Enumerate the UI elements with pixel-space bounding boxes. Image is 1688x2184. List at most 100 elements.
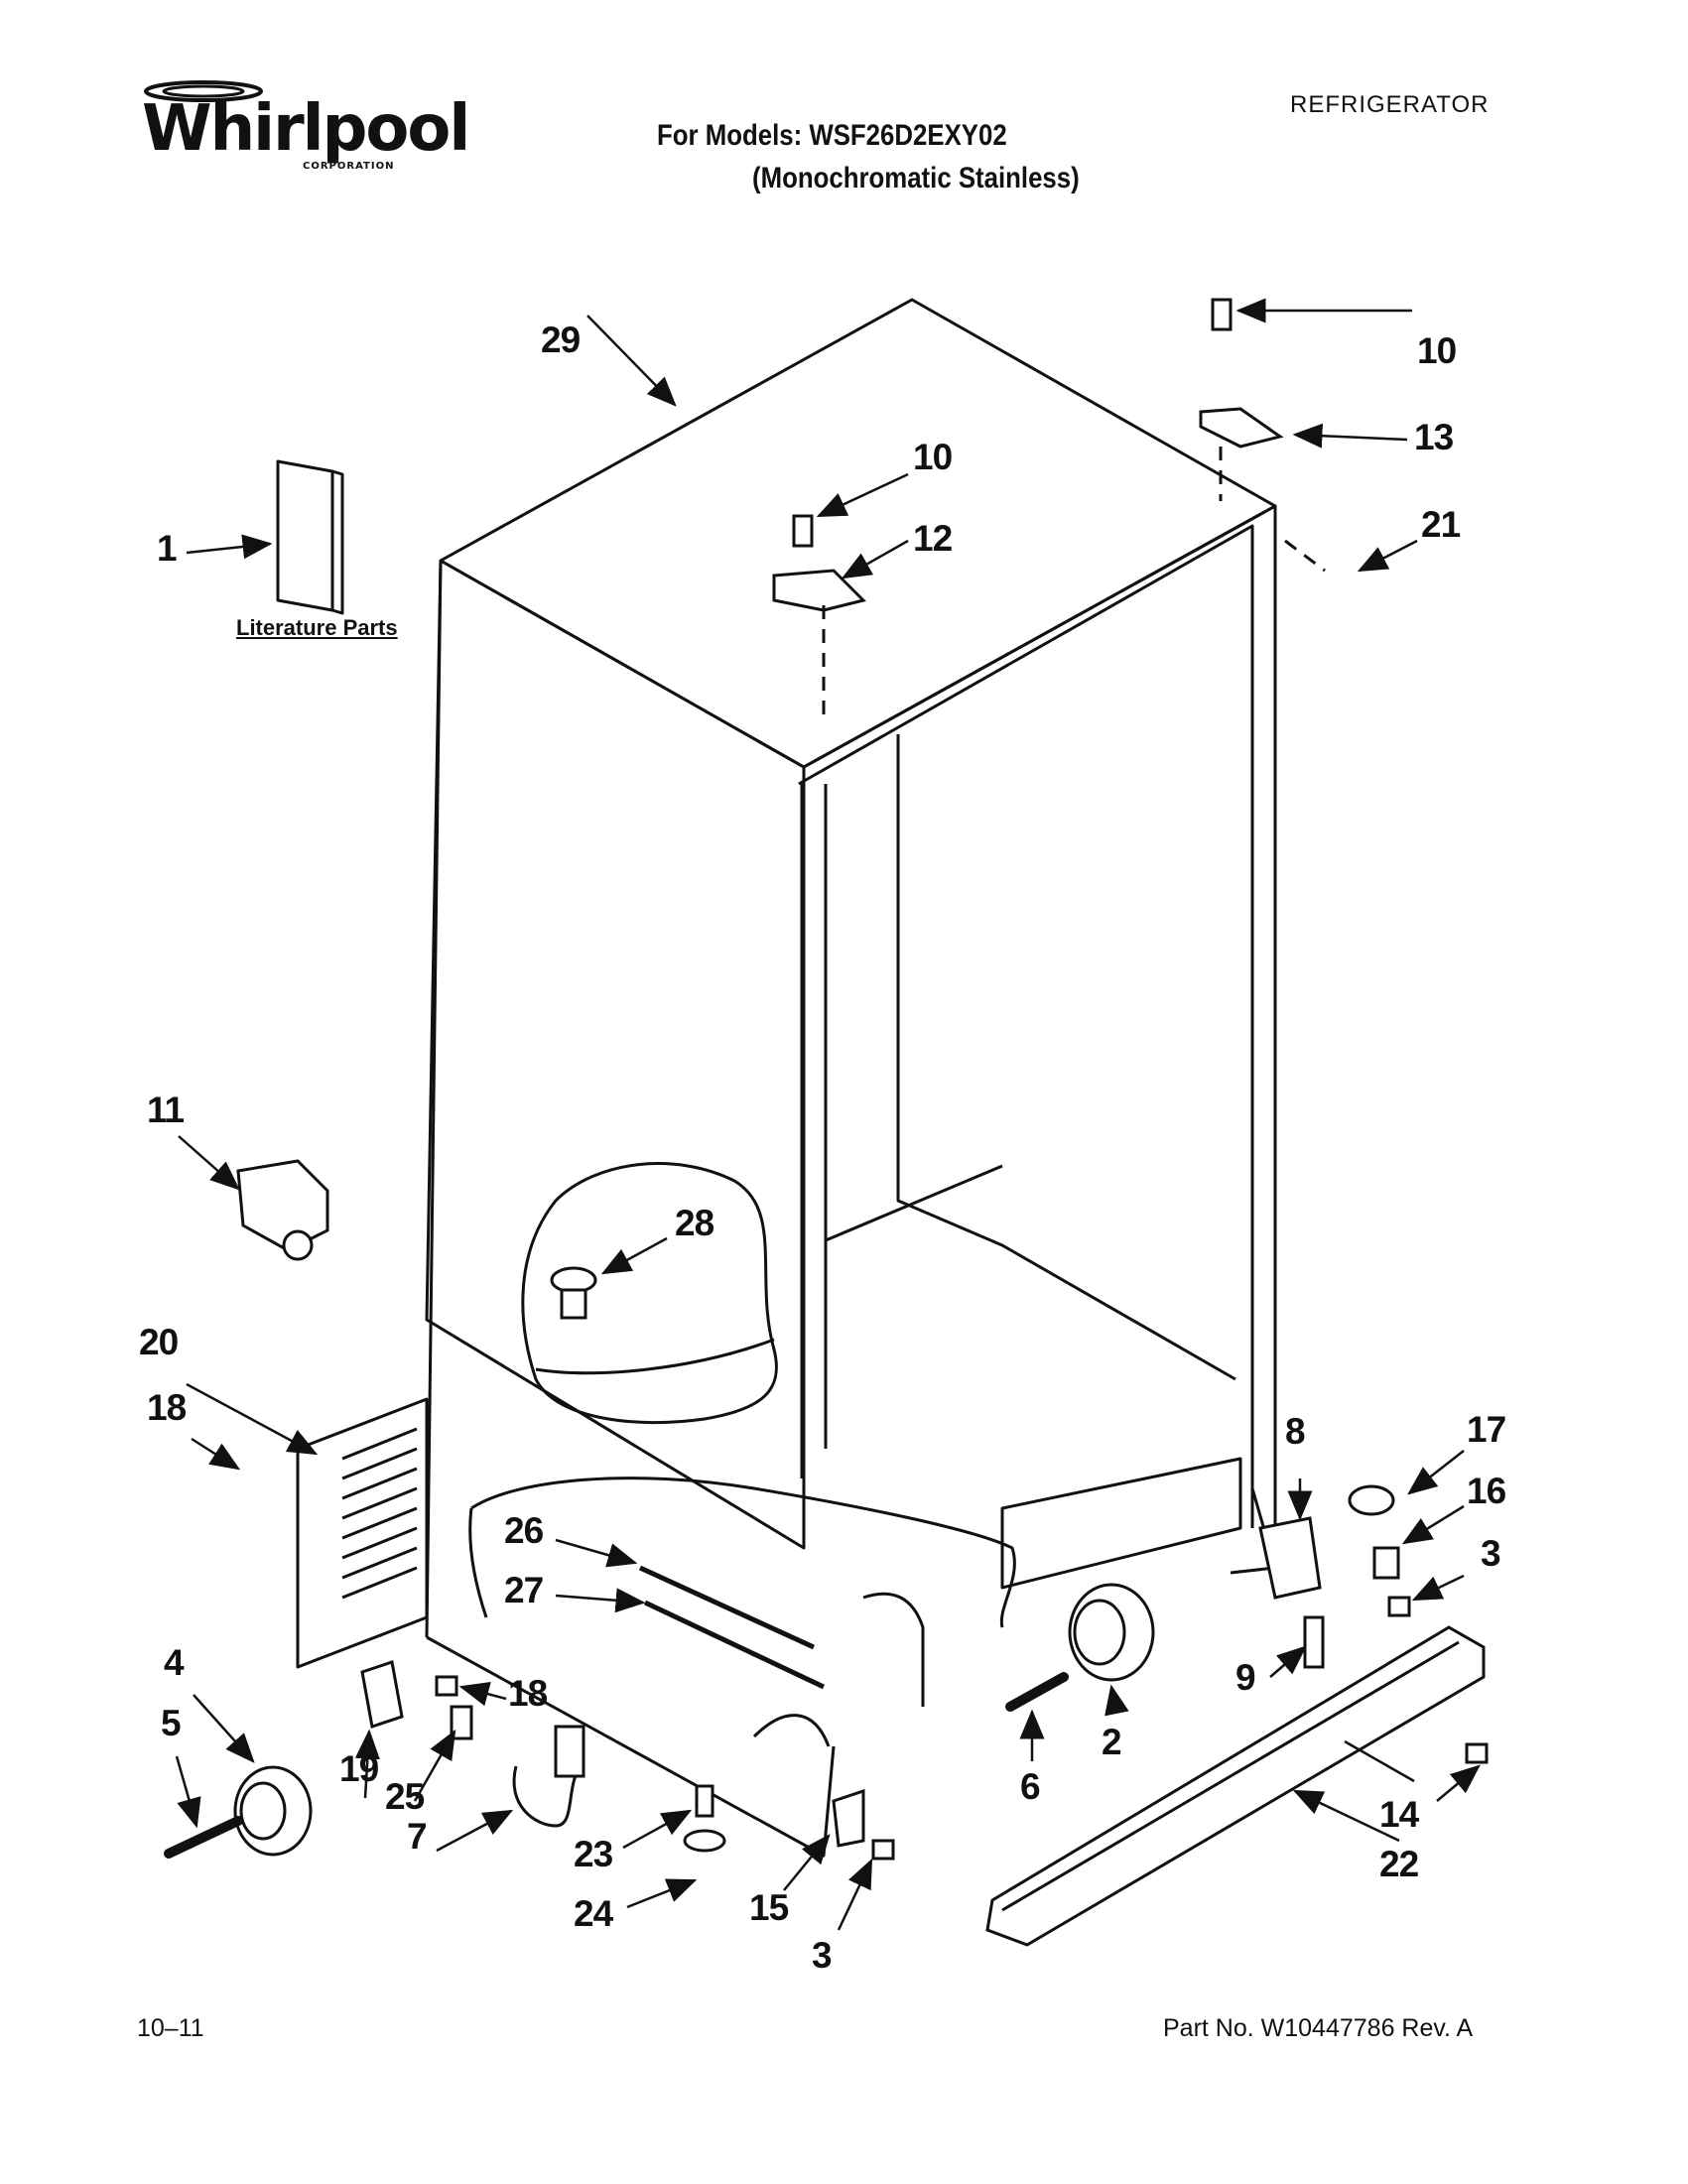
leader-10b xyxy=(816,472,909,518)
leader-25 xyxy=(413,1729,456,1802)
screw-14-icon xyxy=(1465,1742,1489,1764)
callout-25: 25 xyxy=(385,1776,425,1817)
toe-grille-22 xyxy=(985,1625,1486,1947)
callout-13: 13 xyxy=(1414,417,1454,457)
leader-17 xyxy=(1407,1450,1465,1495)
screw-18b-icon xyxy=(435,1675,458,1697)
leader-3b xyxy=(837,1858,873,1931)
footer-date: 10–11 xyxy=(137,2014,204,2042)
callout-26: 26 xyxy=(504,1510,544,1551)
callout-16: 16 xyxy=(1467,1471,1506,1511)
logo-subtitle: CORPORATION xyxy=(303,161,395,172)
callout-2: 2 xyxy=(1102,1722,1122,1762)
leader-20 xyxy=(186,1382,319,1456)
callout-12: 12 xyxy=(913,518,953,559)
category-label: REFRIGERATOR xyxy=(1290,91,1490,118)
screw-10-icon xyxy=(792,514,814,548)
callout-9: 9 xyxy=(1235,1657,1256,1698)
leader-19 xyxy=(354,1729,380,1799)
cutaway-oval xyxy=(521,1162,778,1425)
base-grille xyxy=(296,1397,429,1669)
callout-22: 22 xyxy=(1379,1844,1419,1884)
cabinet-left-side xyxy=(425,559,806,1550)
callout-27: 27 xyxy=(504,1570,544,1610)
callout-3-bottom: 3 xyxy=(812,1935,833,1976)
whirlpool-logo: Whirlpool CORPORATION xyxy=(134,67,470,177)
leader-26 xyxy=(555,1538,638,1568)
leader-9 xyxy=(1269,1645,1307,1678)
leader-5 xyxy=(175,1755,201,1829)
callout-15: 15 xyxy=(749,1887,789,1928)
screw-10b-icon xyxy=(1211,298,1233,331)
callout-18-center: 18 xyxy=(508,1673,548,1714)
leader-29 xyxy=(586,315,677,407)
callout-4: 4 xyxy=(164,1642,185,1683)
callout-29: 29 xyxy=(541,320,581,360)
screw-25-icon xyxy=(450,1705,473,1740)
callout-20: 20 xyxy=(139,1322,179,1362)
callout-18-left: 18 xyxy=(147,1387,187,1428)
grommet-icon xyxy=(550,1266,597,1294)
callout-6: 6 xyxy=(1020,1766,1041,1807)
leader-1 xyxy=(186,534,273,560)
callout-10-top-right: 10 xyxy=(1417,330,1457,371)
cam-17-icon xyxy=(1348,1484,1395,1516)
hinge-bracket-13 xyxy=(1199,407,1284,449)
models-title: For Models: WSF26D2EXY02 xyxy=(657,119,1007,152)
leader-13 xyxy=(1292,423,1408,449)
leader-27 xyxy=(555,1588,646,1613)
leader-2 xyxy=(1104,1684,1129,1717)
screw-23-icon xyxy=(695,1784,714,1818)
logo-swirl-icon xyxy=(144,80,263,102)
callout-28: 28 xyxy=(675,1203,714,1243)
washer-24-icon xyxy=(683,1829,726,1853)
axle-pin-6 xyxy=(1005,1672,1069,1712)
leader-22-extra xyxy=(1344,1739,1415,1783)
literature-parts-label: Literature Parts xyxy=(236,615,398,640)
callout-19: 19 xyxy=(339,1748,379,1789)
leader-14 xyxy=(1436,1764,1481,1802)
leader-4 xyxy=(193,1694,255,1763)
bracket-16-icon xyxy=(1372,1546,1400,1580)
logo-wordmark: Whirlpool xyxy=(142,92,470,166)
screw-3b-icon xyxy=(871,1839,895,1861)
callout-21: 21 xyxy=(1421,504,1461,545)
bracket-8 xyxy=(1258,1516,1322,1600)
leader-18a xyxy=(191,1437,241,1471)
cabinet-left-edge xyxy=(425,560,443,1638)
callout-8: 8 xyxy=(1285,1411,1306,1452)
leader-3a xyxy=(1411,1574,1465,1602)
leader-21 xyxy=(1357,539,1418,573)
variant-subtitle: (Monochromatic Stainless) xyxy=(752,162,1080,194)
leader-18b xyxy=(458,1682,507,1707)
callout-5: 5 xyxy=(161,1703,182,1743)
callout-14: 14 xyxy=(1379,1794,1419,1835)
water-valve-icon xyxy=(236,1159,329,1252)
callout-17: 17 xyxy=(1467,1409,1506,1450)
valve-fitting-icon xyxy=(554,1725,585,1778)
callout-23: 23 xyxy=(574,1834,613,1874)
screw-3a-icon xyxy=(1387,1596,1411,1617)
callout-7: 7 xyxy=(407,1816,428,1857)
hinge-bracket-12 xyxy=(772,569,866,612)
leader-11 xyxy=(178,1135,240,1191)
callout-3-right: 3 xyxy=(1481,1533,1501,1574)
footer-part-number: Part No. W10447786 Rev. A xyxy=(1163,2014,1474,2042)
leader-7 xyxy=(436,1809,514,1853)
clip-19-icon xyxy=(360,1660,404,1729)
callout-1: 1 xyxy=(157,528,178,569)
callout-11: 11 xyxy=(147,1090,185,1130)
leader-12 xyxy=(841,539,909,579)
leader-22 xyxy=(1292,1789,1400,1843)
drain-tube-7-icon xyxy=(512,1765,583,1828)
axle-pin-5 xyxy=(164,1816,243,1859)
bracket-15-icon xyxy=(832,1788,865,1848)
leader-15 xyxy=(783,1834,831,1891)
callout-24: 24 xyxy=(574,1893,613,1934)
callout-10-center: 10 xyxy=(913,437,953,477)
cabinet-top xyxy=(439,298,1277,769)
leader-16 xyxy=(1401,1504,1465,1545)
literature-parts-icon xyxy=(276,459,334,612)
leader-28 xyxy=(600,1236,668,1275)
